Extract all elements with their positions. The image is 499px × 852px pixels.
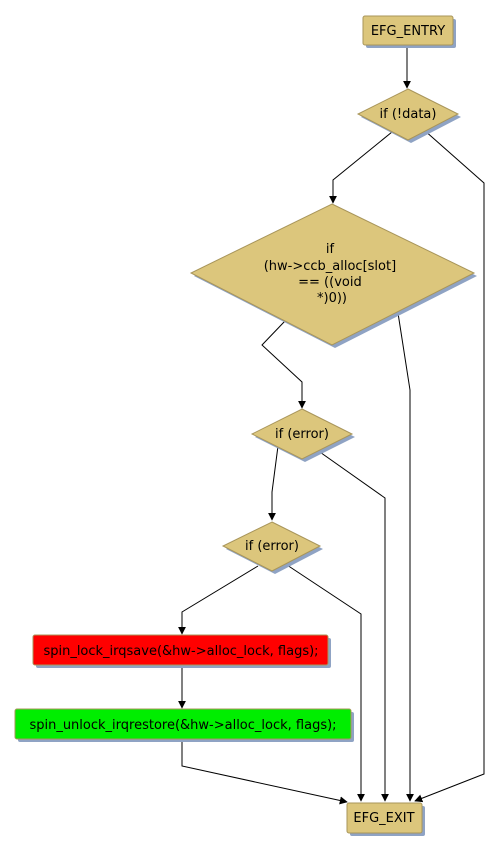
if-data-node: if (!data) bbox=[356, 88, 461, 143]
edge-unlock-to-exit bbox=[181, 740, 348, 805]
lock-node-label: spin_lock_irqsave(&hw->alloc_lock, flags… bbox=[43, 644, 318, 659]
lock-node: spin_lock_irqsave(&hw->alloc_lock, flags… bbox=[32, 634, 331, 668]
if-error-2-node: if (error) bbox=[221, 521, 323, 574]
edge-if-alloc-to-if-error-1 bbox=[261, 320, 306, 409]
if-alloc-node: if (hw->ccb_alloc[slot] == ((void *)0)) bbox=[189, 203, 477, 348]
if-error-1-node-label: if (error) bbox=[275, 427, 329, 442]
if-error-2-node-diamond bbox=[221, 521, 322, 572]
edge-if-error-1-to-if-error-2 bbox=[268, 445, 279, 521]
if-alloc-node-label-line-2: (hw->ccb_alloc[slot] bbox=[264, 259, 396, 274]
edge-if-data-to-if-alloc bbox=[329, 131, 393, 204]
unlock-node-label: spin_unlock_irqrestore(&hw->alloc_lock, … bbox=[29, 718, 336, 733]
if-data-node-diamond bbox=[356, 88, 460, 141]
exit-node-box bbox=[346, 802, 423, 834]
entry-node-label: EFG_ENTRY bbox=[371, 24, 445, 39]
entry-node: EFG_ENTRY bbox=[362, 15, 456, 48]
exit-node: EFG_EXIT bbox=[346, 802, 425, 836]
lock-node-box bbox=[32, 634, 329, 666]
if-error-1-node-diamond bbox=[250, 408, 354, 460]
if-alloc-node-label: if (hw->ccb_alloc[slot] == ((void *)0)) bbox=[264, 242, 401, 306]
if-alloc-node-label-line-4: *)0)) bbox=[317, 291, 347, 306]
edges bbox=[178, 45, 485, 805]
if-alloc-node-diamond bbox=[189, 203, 476, 346]
nodes: EFG_ENTRY if (!data) if (hw->ccb_alloc[s… bbox=[14, 15, 477, 836]
unlock-node-box bbox=[14, 708, 352, 740]
edge-if-error-2-to-lock bbox=[178, 565, 259, 635]
edge-if-error-2-to-exit bbox=[286, 564, 365, 802]
if-alloc-node-label-line-1: if bbox=[326, 242, 335, 257]
exit-node-label: EFG_EXIT bbox=[353, 811, 414, 826]
if-data-node-label: if (!data) bbox=[380, 107, 437, 122]
unlock-node: spin_unlock_irqrestore(&hw->alloc_lock, … bbox=[14, 708, 354, 742]
edge-if-alloc-to-exit bbox=[397, 312, 414, 802]
edge-if-data-to-exit bbox=[414, 129, 485, 803]
edge-if-error-1-to-exit bbox=[316, 449, 389, 802]
if-alloc-node-label-line-3: == ((void bbox=[298, 275, 362, 290]
entry-node-box bbox=[362, 15, 454, 46]
if-error-1-node: if (error) bbox=[250, 408, 355, 462]
if-error-2-node-label: if (error) bbox=[245, 539, 299, 554]
